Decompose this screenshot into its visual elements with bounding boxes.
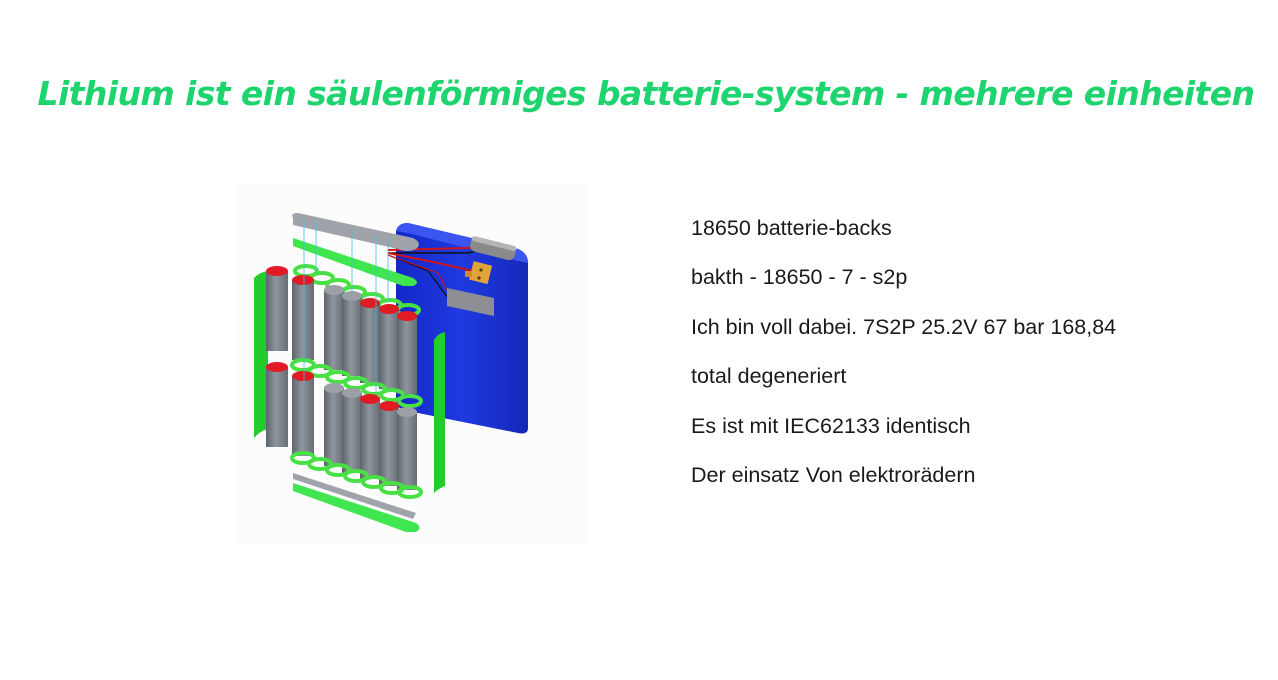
slide-title: Lithium ist ein säulenförmiges batterie-… <box>37 74 1255 113</box>
blue-pack-body <box>387 223 528 434</box>
top-insulator <box>293 238 417 286</box>
bullet-item: 18650 batterie-backs <box>691 216 892 240</box>
lower-cell-row <box>266 362 417 490</box>
bullet-item: Es ist mit IEC62133 identisch <box>691 413 971 438</box>
bullet-item: total degeneriert <box>691 364 847 389</box>
bottom-insulator <box>293 483 420 532</box>
top-connector-strip <box>292 213 419 251</box>
bms-board <box>447 288 494 316</box>
left-side-insulator <box>254 271 268 438</box>
dc-barrel-plug <box>470 236 517 261</box>
bullet-item: Ich bin voll dabei. 7S2P 25.2V 67 bar 16… <box>691 314 1117 339</box>
bottom-connector-strip <box>293 473 416 519</box>
battery-pack-illustration <box>238 183 590 545</box>
bottom-nickel-rings <box>290 451 423 499</box>
bullet-item: bakth - 18650 - 7 - s2p <box>691 265 908 290</box>
right-side-insulator <box>434 332 445 493</box>
upper-cell-row <box>266 266 417 394</box>
battery-pack-exploded-view <box>254 213 528 532</box>
middle-nickel-rings <box>290 358 423 408</box>
xt-connector <box>465 261 493 285</box>
assembly-guide-lines <box>303 218 389 393</box>
bullet-item: Der einsatz Von elektrorädern <box>691 462 976 487</box>
bullet-list: 18650 batterie-backs bakth - 18650 - 7 -… <box>691 210 1116 506</box>
